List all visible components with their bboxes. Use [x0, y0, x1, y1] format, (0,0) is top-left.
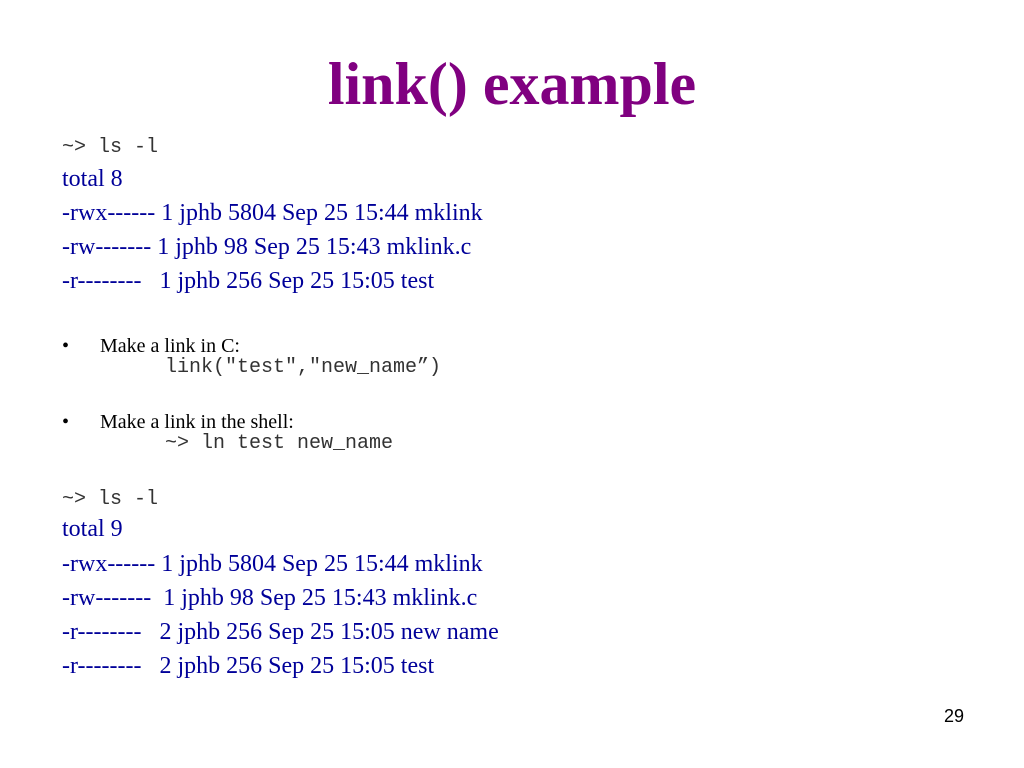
bullet-label-c: Make a link in C: [100, 335, 240, 357]
code-ln-shell: ~> ln test new_name [165, 432, 394, 455]
listing-row-after: -r-------- 2 jphb 256 Sep 25 15:05 new n… [62, 619, 499, 645]
code-link-c: link("test","new_name”) [165, 356, 442, 379]
total-after: total 9 [62, 516, 123, 542]
listing-row-after: -rw------- 1 jphb 98 Sep 25 15:43 mklink… [62, 585, 478, 611]
listing-row-before: -r-------- 1 jphb 256 Sep 25 15:05 test [62, 268, 435, 294]
bullet-marker: • [62, 411, 70, 433]
ls-command-after: ~> ls -l [62, 488, 159, 511]
total-before: total 8 [62, 166, 123, 192]
slide-title: link() example [327, 51, 697, 117]
listing-row-before: -rw------- 1 jphb 98 Sep 25 15:43 mklink… [62, 234, 472, 260]
ls-command-before: ~> ls -l [62, 136, 159, 159]
listing-row-before: -rwx------ 1 jphb 5804 Sep 25 15:44 mkli… [62, 200, 483, 226]
page-number: 29 [943, 706, 964, 726]
listing-row-after: -rwx------ 1 jphb 5804 Sep 25 15:44 mkli… [62, 551, 483, 577]
bullet-marker: • [62, 335, 70, 357]
bullet-label-shell: Make a link in the shell: [100, 411, 294, 433]
listing-row-after: -r-------- 2 jphb 256 Sep 25 15:05 test [62, 653, 435, 679]
